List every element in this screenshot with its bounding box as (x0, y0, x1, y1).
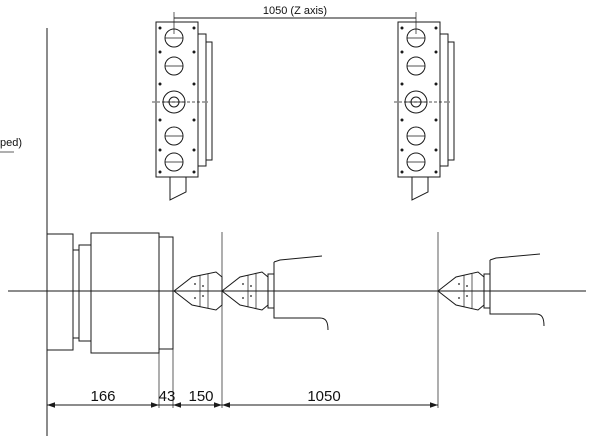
dimension-1050: 1050 (307, 388, 340, 405)
tool-holder-2 (221, 255, 329, 331)
z-axis-dimension: 1050 (Z axis) (173, 5, 417, 34)
turret-right (394, 21, 455, 201)
turret-left (152, 21, 213, 201)
dimension-43: 43 (159, 388, 176, 405)
dimension-166: 166 (90, 388, 115, 405)
z-axis-label: 1050 (Z axis) (263, 5, 327, 17)
tool-holder-3 (437, 253, 545, 327)
dimension-150: 150 (188, 388, 213, 405)
spindle-headstock (46, 232, 174, 354)
left-cut-label: ped) (0, 137, 22, 149)
